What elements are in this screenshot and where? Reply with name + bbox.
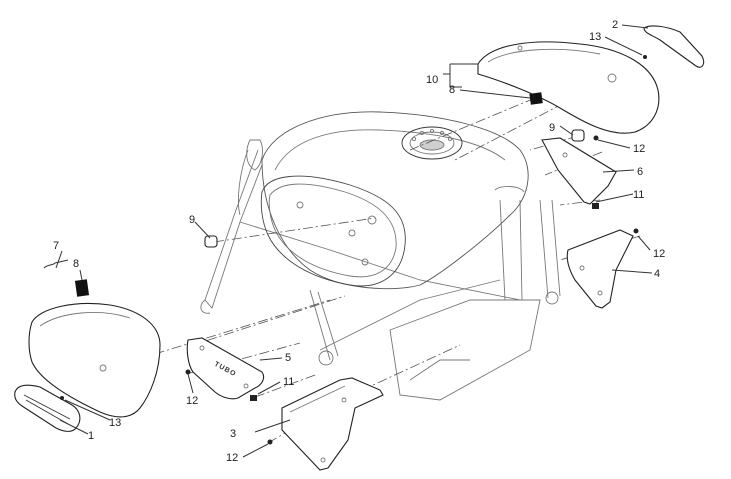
leader-lines <box>55 24 653 458</box>
callout-12-bottom-mid: 12 <box>226 452 239 464</box>
callout-4: 4 <box>654 268 661 280</box>
screw-13-top <box>643 55 647 59</box>
part-7-left-side-panel <box>28 259 161 418</box>
grommet-9-right <box>571 129 585 142</box>
callout-12-bottom-left: 12 <box>186 395 199 407</box>
part-8-sticker-right <box>529 92 543 105</box>
screw-12-top <box>593 135 599 141</box>
callout-12-right-top: 12 <box>633 143 646 155</box>
screw-12-bottom-left <box>185 369 191 375</box>
callout-6: 6 <box>637 166 644 178</box>
callout-10: 10 <box>426 74 439 86</box>
callout-3: 3 <box>230 428 237 440</box>
callout-8-top: 8 <box>449 84 456 96</box>
part-10-right-side-panel <box>477 41 660 134</box>
screw-12-mid <box>633 228 639 234</box>
grommet-9-left <box>204 235 218 248</box>
callout-13-top: 13 <box>589 31 602 43</box>
callout-11-right: 11 <box>633 189 645 201</box>
nut-11-bottom <box>250 395 257 401</box>
part-4-right-lower-cover <box>566 229 634 309</box>
callout-7: 7 <box>53 240 60 252</box>
part-8-sticker-left <box>74 279 90 297</box>
screw-12-bottom-mid <box>267 439 273 445</box>
part-2-strip <box>643 25 705 68</box>
callout-1: 1 <box>88 430 95 442</box>
part-3-lower-cover <box>281 377 384 471</box>
screw-13-bottom <box>60 396 64 400</box>
fuel-tank <box>260 111 529 290</box>
frame-ghost <box>200 139 561 401</box>
callout-11-bottom: 11 <box>283 376 295 388</box>
part-5-cover <box>186 337 265 400</box>
callout-5: 5 <box>285 352 292 364</box>
callout-8-left: 8 <box>73 258 80 270</box>
callout-9-top: 9 <box>549 122 556 134</box>
callout-2: 2 <box>612 19 619 31</box>
fasteners <box>60 55 647 445</box>
callout-12-right-mid: 12 <box>653 248 666 260</box>
callout-13-bottom: 13 <box>109 417 122 429</box>
nut-11-right <box>592 203 599 209</box>
part-7-bracket-mark <box>43 262 56 269</box>
callout-9-left: 9 <box>189 214 196 226</box>
part-6-right-cover <box>541 137 617 205</box>
